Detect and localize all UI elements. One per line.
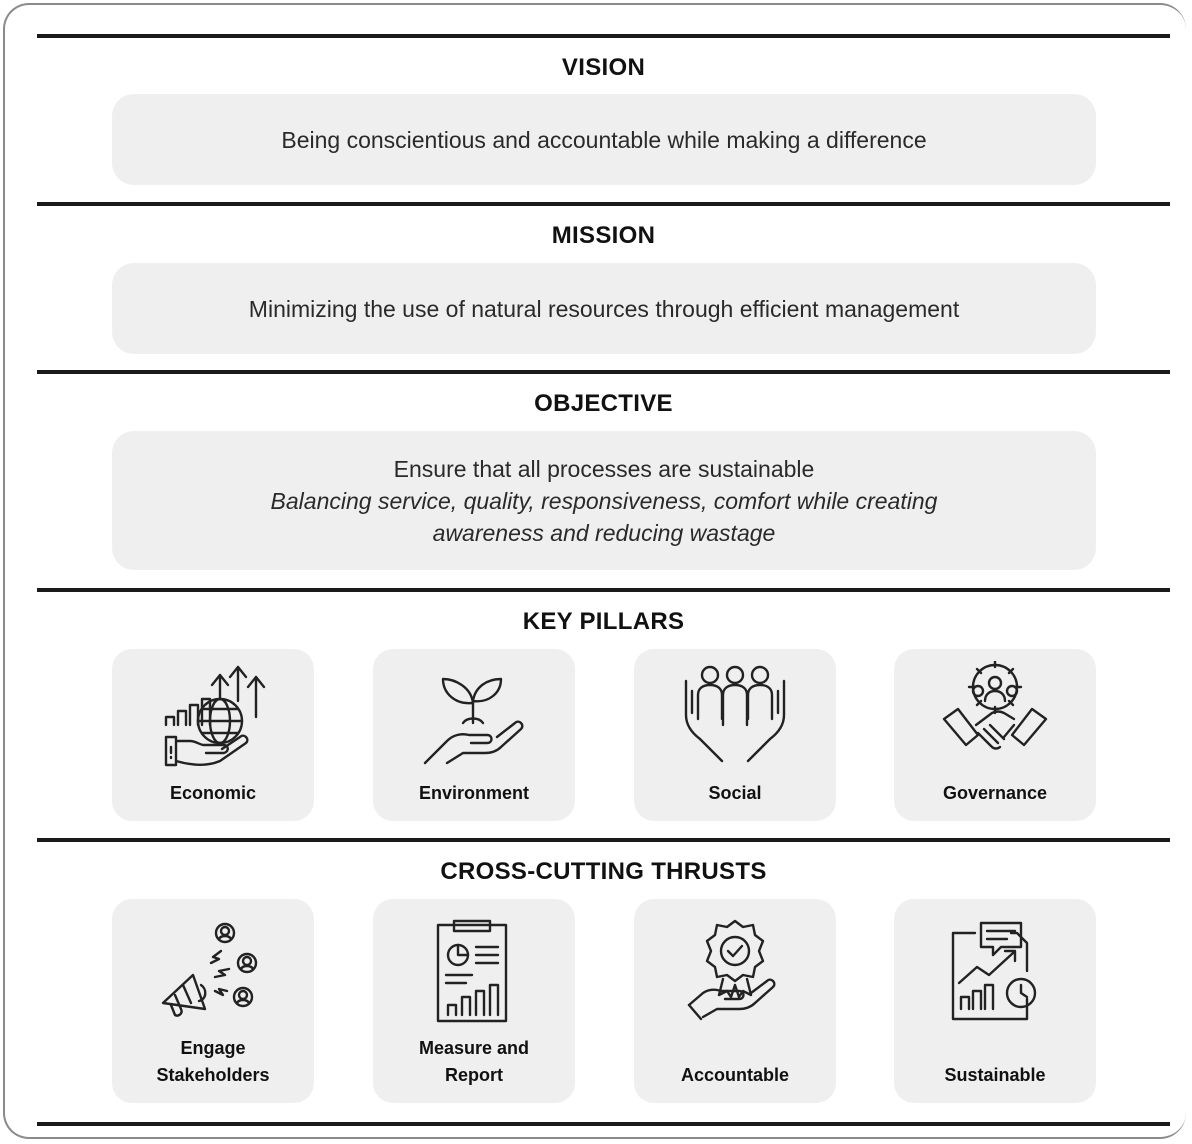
section-divider: [37, 34, 1170, 38]
objective-title: OBJECTIVE: [534, 390, 673, 417]
section-divider: [37, 1122, 1170, 1126]
handshake-gear-icon: [942, 661, 1048, 750]
thrust-label-line2: Stakeholders: [156, 1065, 270, 1085]
thrust-label-line2: Report: [445, 1065, 503, 1085]
thrust-label: Engage Stakeholders: [112, 1035, 314, 1089]
award-hand-icon: [687, 919, 776, 1021]
thrust-engage-stakeholders: Engage Stakeholders: [112, 899, 314, 1103]
growth-chart-icon: [951, 921, 1037, 1021]
thrust-label-line1: Accountable: [680, 1065, 790, 1085]
pillar-social: Social: [634, 649, 836, 821]
pillar-label: Economic: [169, 783, 257, 803]
thrust-accountable: Accountable: [634, 899, 836, 1103]
thrust-label: Sustainable: [894, 1062, 1096, 1089]
section-divider: [37, 588, 1170, 592]
pillar-label: Social: [708, 783, 762, 803]
plant-in-hand-icon: [423, 677, 524, 765]
thrust-measure-report: Measure and Report: [373, 899, 575, 1103]
outer-frame: [3, 3, 1186, 1139]
thrust-label-line1: Engage: [180, 1038, 246, 1058]
thrust-label-line1: Measure and: [418, 1038, 530, 1058]
pillar-governance: Governance: [894, 649, 1096, 821]
thrust-label-line1: Sustainable: [944, 1065, 1046, 1085]
pillar-label: Governance: [942, 783, 1048, 803]
thrust-sustainable: Sustainable: [894, 899, 1096, 1103]
pillars-title: KEY PILLARS: [522, 608, 685, 635]
thrust-label: Measure and Report: [373, 1035, 575, 1089]
mission-panel: Minimizing the use of natural resources …: [112, 263, 1096, 354]
economic-globe-hand-icon: [164, 665, 266, 767]
objective-text: Ensure that all processes are sustainabl…: [393, 455, 815, 482]
objective-subtext-line1: Balancing service, quality, responsivene…: [270, 487, 938, 514]
megaphone-icon: [161, 922, 258, 1017]
mission-text: Minimizing the use of natural resources …: [248, 295, 960, 322]
report-document-icon: [436, 919, 508, 1023]
vision-text: Being conscientious and accountable whil…: [281, 126, 927, 153]
mission-title: MISSION: [551, 222, 656, 249]
section-divider: [37, 838, 1170, 842]
thrust-label: Accountable: [634, 1062, 836, 1089]
vision-title: VISION: [561, 54, 646, 81]
section-divider: [37, 202, 1170, 206]
section-divider: [37, 370, 1170, 374]
objective-panel: Ensure that all processes are sustainabl…: [112, 431, 1096, 570]
objective-subtext-line2: awareness and reducing wastage: [432, 519, 776, 546]
pillar-environment: Environment: [373, 649, 575, 821]
pillar-label: Environment: [418, 783, 529, 803]
pillar-economic: Economic: [112, 649, 314, 821]
thrusts-title: CROSS-CUTTING THRUSTS: [440, 858, 767, 885]
people-in-hands-icon: [684, 665, 786, 763]
vision-panel: Being conscientious and accountable whil…: [112, 94, 1096, 185]
